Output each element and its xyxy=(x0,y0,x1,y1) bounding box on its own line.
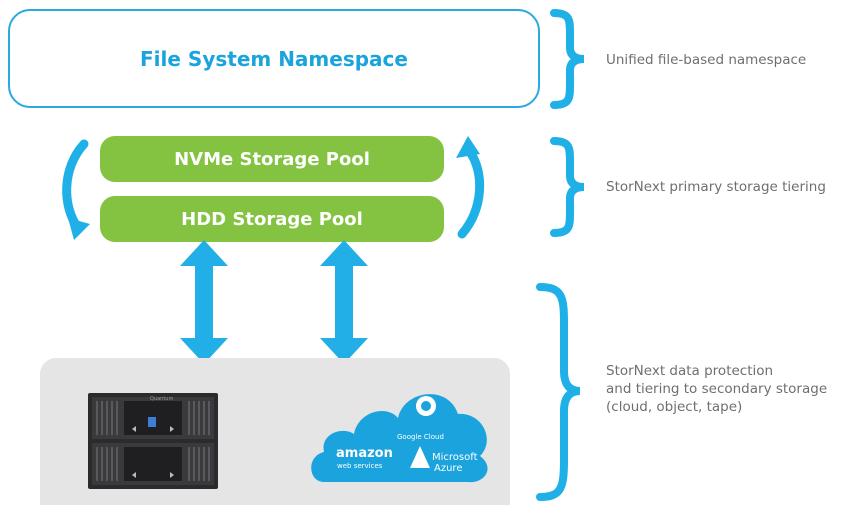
unified-namespace-label: Unified file-based namespace xyxy=(606,52,807,68)
double-arrow-icon xyxy=(180,240,228,364)
nvme-pool-label: NVMe Storage Pool xyxy=(174,148,370,170)
hdd-storage-pool: HDD Storage Pool xyxy=(100,196,444,242)
azure-line2: Azure xyxy=(434,463,463,474)
tape-library-icon xyxy=(88,393,218,489)
amazon-label: amazon xyxy=(336,446,393,461)
namespace-box: File System Namespace xyxy=(8,9,540,108)
cloud-icon xyxy=(311,394,488,483)
google-cloud-label: Google Cloud xyxy=(397,433,444,441)
amazon-sub-label: web services xyxy=(337,462,383,470)
tape-library-brand: Quantum xyxy=(150,396,174,402)
primary-tiering-label: StorNext primary storage tiering xyxy=(606,179,826,195)
data-protection-line2: and tiering to secondary storage xyxy=(606,381,828,397)
azure-label: Microsoft Azure xyxy=(432,452,478,474)
azure-line1: Microsoft xyxy=(432,452,478,463)
double-arrow-icon xyxy=(320,240,368,364)
data-protection-line3: (cloud, object, tape) xyxy=(606,399,743,415)
data-protection-label: StorNext data protection and tiering to … xyxy=(606,362,827,416)
hdd-pool-label: HDD Storage Pool xyxy=(181,208,363,230)
brace-icon xyxy=(536,283,581,501)
nvme-storage-pool: NVMe Storage Pool xyxy=(100,136,444,182)
namespace-title: File System Namespace xyxy=(140,46,408,71)
curved-arrow-down-icon xyxy=(62,139,90,240)
data-protection-line1: StorNext data protection xyxy=(606,363,774,379)
brace-icon xyxy=(550,137,585,237)
brace-icon xyxy=(550,9,585,109)
curved-arrow-up-icon xyxy=(456,136,485,239)
